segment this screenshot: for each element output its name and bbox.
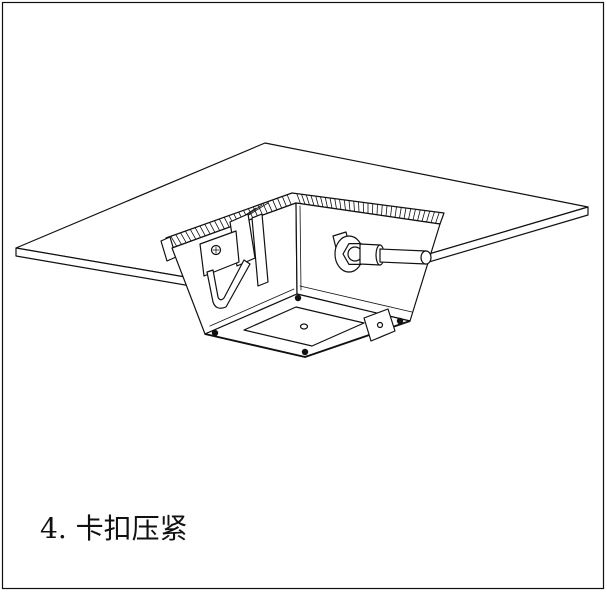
rim-tooth <box>358 201 360 213</box>
rim-tooth <box>408 208 412 220</box>
left-face-bevel <box>209 288 295 327</box>
rim-tooth <box>390 205 393 218</box>
rim-tooth <box>209 222 216 233</box>
tab-hole <box>376 321 384 329</box>
rim-tooth <box>403 207 407 220</box>
rim-tooth <box>426 210 431 223</box>
rim-tooth <box>343 199 346 211</box>
rim-tooth <box>194 227 202 239</box>
rim-tooth <box>339 198 342 210</box>
cable-rod <box>379 248 427 265</box>
rim-tooth <box>385 205 388 217</box>
rim-tooth <box>417 209 421 222</box>
rim-tooth <box>223 216 230 228</box>
screw-right <box>396 317 404 325</box>
rim-tooth <box>412 208 416 221</box>
rim-tooth <box>394 206 397 218</box>
step-caption: 4. 卡扣压紧 <box>40 512 188 545</box>
rim-tooth <box>281 196 287 207</box>
cable-gland <box>332 231 432 273</box>
rim-tooth <box>430 211 435 224</box>
rim-tooth <box>175 234 182 245</box>
screw-top <box>294 294 302 302</box>
rim-tooth <box>315 195 319 207</box>
rim-tooth <box>272 199 278 211</box>
cable-rod-end <box>420 250 432 265</box>
bottom-details <box>211 294 404 356</box>
rim-tooth <box>381 204 383 216</box>
rim-tooth <box>180 232 187 244</box>
rim-tooth <box>189 228 197 240</box>
rim-tooth <box>277 197 283 209</box>
corner-edge <box>299 205 302 291</box>
rim-tooth <box>252 206 259 218</box>
rim-tooth <box>199 225 206 237</box>
rim-tooth <box>218 218 225 230</box>
rim-tooth <box>170 235 178 247</box>
rim-tooth <box>334 198 337 210</box>
rim-tooth <box>324 196 328 208</box>
rim-tooth <box>421 210 426 222</box>
rim-tooth <box>435 211 440 224</box>
rim-tooth <box>348 200 351 212</box>
rim-tooth <box>399 206 402 219</box>
rim-tooth <box>286 194 292 206</box>
rim-tooth <box>204 223 211 235</box>
clamp-slot <box>251 213 269 287</box>
spring-lever <box>206 259 251 309</box>
rim-tooth <box>301 193 306 205</box>
clamp-assembly <box>199 202 269 309</box>
center-hole <box>299 323 309 330</box>
rim-tooth <box>310 195 315 207</box>
rim-tooth <box>262 202 268 214</box>
screw-left <box>211 329 219 337</box>
right-face-bevel <box>299 285 413 313</box>
mounting-tab <box>363 308 396 342</box>
rim-tooth <box>305 194 310 206</box>
rim-tooth <box>353 200 355 212</box>
screw-bottom <box>301 348 309 356</box>
rim-tooth <box>320 196 324 208</box>
rim-tooth <box>267 201 273 213</box>
rim-tooth <box>329 197 333 209</box>
rim-tooth <box>184 230 192 242</box>
rim-tooth <box>376 203 378 216</box>
rim-tooth <box>296 193 301 205</box>
rim-tooth <box>214 220 221 232</box>
